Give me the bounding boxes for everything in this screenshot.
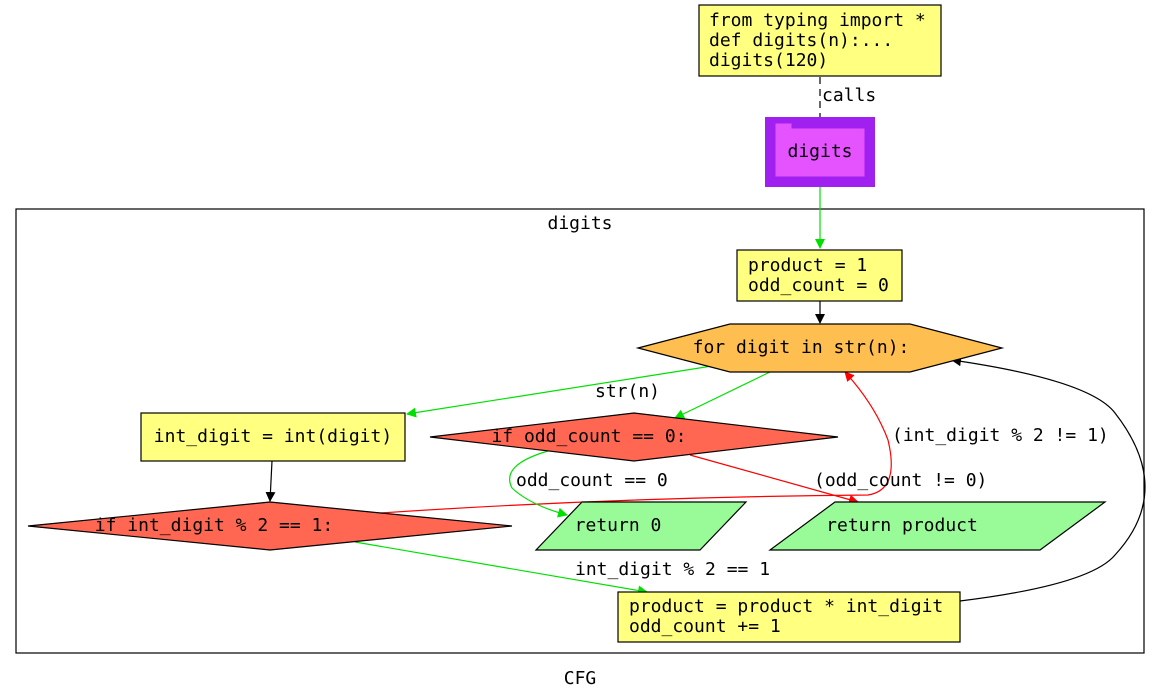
cluster-label: digits — [547, 213, 612, 234]
loop-node — [635, 323, 1005, 373]
edge-if-int-digit-false-to-loop — [379, 371, 892, 514]
function-label: digits — [787, 141, 852, 162]
edge-label-calls: calls — [822, 85, 876, 106]
edge-update-to-loop — [951, 356, 1146, 602]
edge-label-odd-count-eq-0: odd_count == 0 — [516, 470, 668, 491]
int-digit-node — [140, 412, 406, 462]
caller-node — [698, 4, 942, 77]
return-0-node — [534, 501, 748, 551]
if-odd-count-label: if odd_count == 0: — [491, 426, 686, 447]
edge-label-str-n: str(n) — [595, 381, 660, 402]
caller-line-2: def digits(n):... — [709, 30, 893, 51]
cluster-digits — [15, 208, 1145, 654]
update-line-1: product = product * int_digit — [629, 596, 943, 617]
edge-label-int-digit-eq-1: int_digit % 2 == 1 — [575, 559, 770, 580]
if-odd-count-node — [429, 412, 839, 462]
edge-int-digit-to-if-int-digit — [265, 460, 276, 502]
caller-line-1: from typing import * — [709, 10, 926, 31]
if-int-digit-node — [27, 501, 513, 551]
edge-label-odd-ne-1: (int_digit % 2 != 1) — [892, 425, 1109, 446]
init-line-2: odd_count = 0 — [748, 275, 889, 296]
edge-if-odd-count-true-to-return-0 — [509, 450, 568, 518]
update-line-2: odd_count += 1 — [629, 616, 781, 637]
edge-loop-to-int-digit — [406, 365, 713, 418]
return-product-node — [768, 501, 1107, 551]
init-line-1: product = 1 — [748, 255, 867, 276]
edge-label-odd-count-ne-0: (odd_count != 0) — [814, 470, 987, 491]
graph-label: CFG — [564, 668, 597, 689]
function-node — [774, 122, 866, 178]
edge-loop-to-if-odd-count — [674, 371, 771, 419]
update-node — [617, 591, 961, 643]
return-0-label: return 0 — [575, 515, 662, 536]
int-digit-label: int_digit = int(digit) — [154, 426, 392, 447]
loop-label: for digit in str(n): — [693, 337, 910, 358]
caller-line-3: digits(120) — [709, 50, 828, 71]
init-node — [736, 249, 903, 302]
return-product-label: return product — [826, 515, 978, 536]
edge-if-odd-count-false-to-return-product — [689, 454, 859, 505]
if-int-digit-label: if int_digit % 2 == 1: — [95, 515, 333, 536]
edge-if-int-digit-true-to-update — [354, 541, 648, 596]
